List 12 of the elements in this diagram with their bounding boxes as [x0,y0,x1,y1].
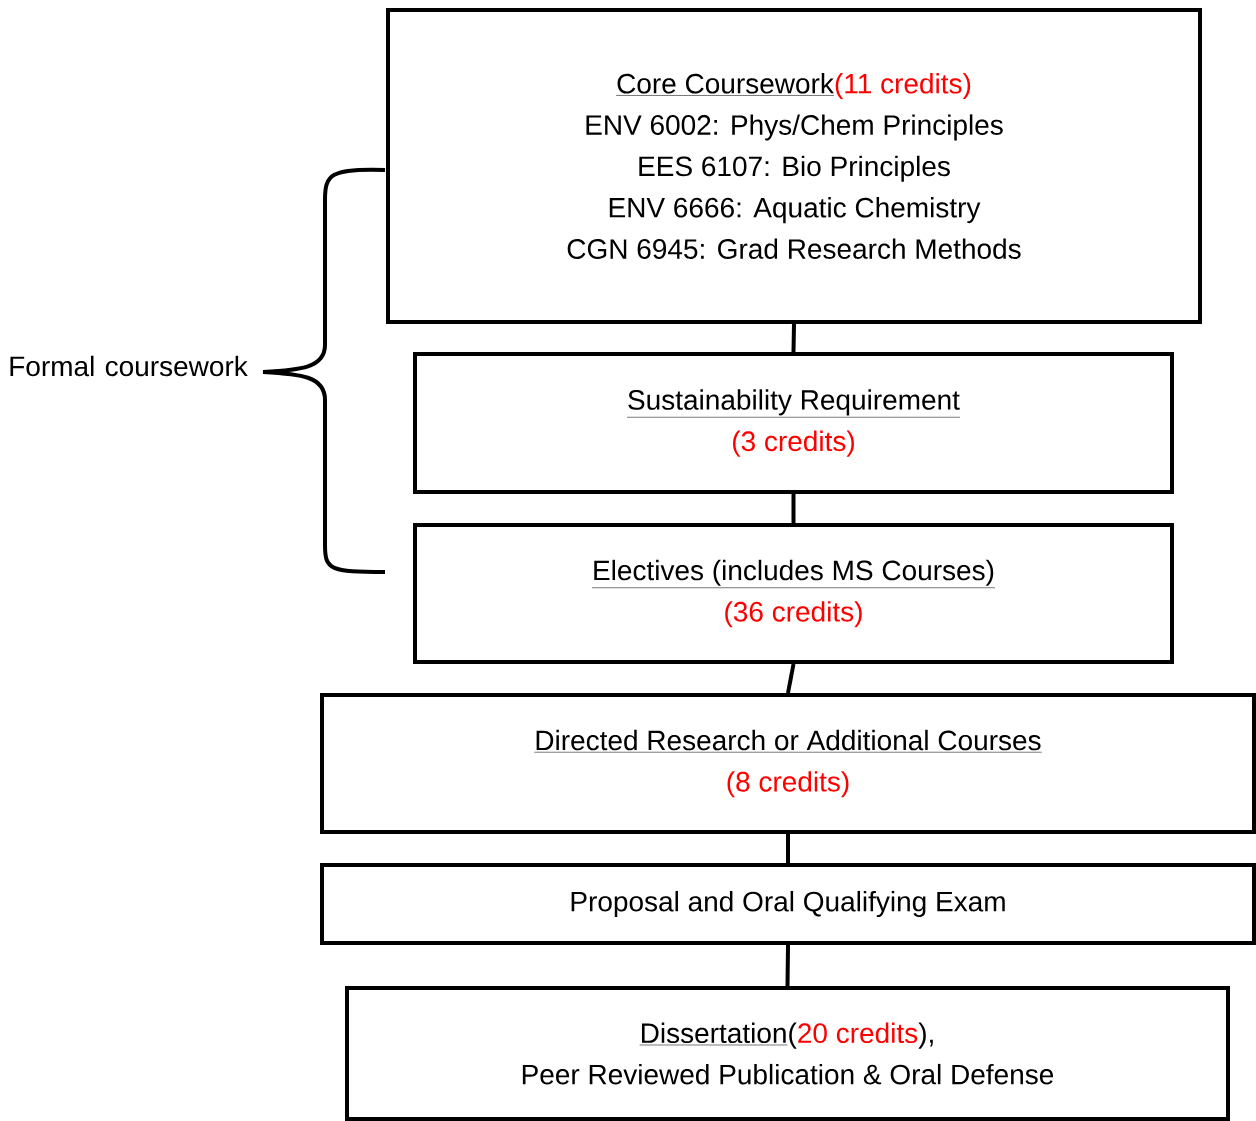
brace-label: Formal coursework [10,355,248,377]
flow-box: Sustainability Requirement (3 credits) [413,352,1174,494]
flow-box: Core Coursework(11 credits) ENV 6002: Phys/Chem Principles EES 6107: Bio Principles ENV 6666: Aquatic Chemistry CGN 6945: Grad Research Methods [386,8,1202,324]
connector-line [785,944,790,987]
flow-box: Dissertation(20 credits), Peer Reviewed Publication & Oral Defense [345,986,1230,1121]
connector-line [786,834,790,863]
connector-line [791,494,796,523]
connector-line [791,323,796,353]
flow-box: Proposal and Oral Qualifying Exam [320,863,1256,945]
flow-box: Electives (includes MS Courses) (36 credits) [413,523,1174,664]
connector-line [786,663,796,694]
flow-box: Directed Research or Additional Courses (8 credits) [320,693,1256,834]
